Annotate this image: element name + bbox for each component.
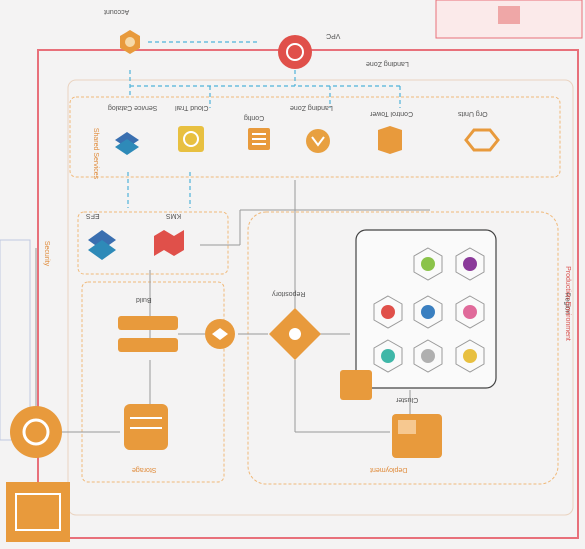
cube-icon bbox=[498, 6, 520, 24]
shared-services-label: Shared Services bbox=[92, 127, 100, 180]
bucket-node[interactable] bbox=[392, 414, 442, 458]
service-4-label: Config bbox=[244, 114, 265, 121]
pod-8[interactable] bbox=[455, 339, 485, 373]
efs-label: EFS bbox=[86, 212, 100, 219]
deployment-group bbox=[247, 211, 559, 485]
top-right-node[interactable] bbox=[498, 6, 520, 24]
top-node-2-label: VPC bbox=[326, 32, 341, 39]
bottom-left-label: Storage bbox=[132, 466, 157, 473]
repo-node[interactable] bbox=[269, 308, 321, 360]
service-2-node[interactable] bbox=[178, 126, 204, 152]
shield-icon bbox=[10, 406, 62, 458]
efs-node[interactable] bbox=[88, 230, 116, 260]
repo-label: Repository bbox=[272, 290, 306, 297]
service-5-label: Control Tower bbox=[370, 110, 414, 117]
org-icon bbox=[464, 128, 500, 152]
build-icon bbox=[118, 316, 178, 330]
storage-node[interactable] bbox=[124, 404, 168, 450]
cluster-anchor-node[interactable] bbox=[340, 370, 372, 400]
connectors bbox=[127, 41, 401, 208]
pod-3[interactable] bbox=[373, 295, 403, 329]
pod-1[interactable] bbox=[413, 247, 443, 281]
service-6-label: Org Units bbox=[458, 110, 488, 117]
service-1-node[interactable] bbox=[115, 132, 139, 155]
pod-4[interactable] bbox=[413, 295, 443, 329]
outer-border bbox=[37, 49, 579, 539]
service-4-node[interactable] bbox=[306, 129, 330, 153]
pod-grid bbox=[373, 247, 485, 373]
build-node[interactable] bbox=[118, 316, 178, 352]
build-label: Build bbox=[136, 296, 152, 303]
pod-2[interactable] bbox=[455, 247, 485, 281]
kms-label: KMS bbox=[166, 212, 182, 219]
top-left-node[interactable] bbox=[120, 30, 140, 54]
service-icons bbox=[115, 126, 500, 155]
outer-label: Landing Zone bbox=[366, 60, 409, 67]
security-group bbox=[77, 211, 229, 275]
service-3-node[interactable] bbox=[248, 128, 270, 150]
service-3-label: Landing Zone bbox=[290, 104, 333, 111]
service-5-node[interactable] bbox=[378, 126, 402, 154]
bottom-left-node[interactable] bbox=[6, 482, 70, 542]
trail-icon bbox=[178, 126, 204, 152]
tower-icon bbox=[378, 126, 402, 154]
left-gateway-node[interactable] bbox=[10, 406, 62, 458]
service-1-label: Service Catalog bbox=[108, 104, 158, 111]
service-6-node[interactable] bbox=[464, 128, 500, 152]
container-icon bbox=[340, 370, 372, 400]
top-node-label: Account bbox=[104, 8, 130, 15]
pod-6[interactable] bbox=[373, 339, 403, 373]
gateway-icon bbox=[278, 35, 312, 69]
pod-7[interactable] bbox=[413, 339, 443, 373]
config-icon bbox=[306, 129, 330, 153]
left-group-label: Security bbox=[43, 240, 51, 267]
kms-node[interactable] bbox=[154, 230, 184, 256]
bottom-right-label: Deployment bbox=[370, 466, 408, 473]
shared-services-group bbox=[69, 96, 561, 178]
top-center-node[interactable] bbox=[278, 35, 312, 69]
build-group bbox=[81, 281, 225, 483]
lambda-node[interactable] bbox=[205, 319, 235, 349]
cluster-label: Cluster bbox=[396, 396, 419, 403]
service-2-label: Cloud Trail bbox=[175, 104, 209, 111]
key-icon bbox=[154, 230, 184, 256]
pod-5[interactable] bbox=[455, 295, 485, 329]
right-vertical-label: Production Environment bbox=[563, 266, 571, 341]
inner-region-frame bbox=[67, 79, 574, 516]
